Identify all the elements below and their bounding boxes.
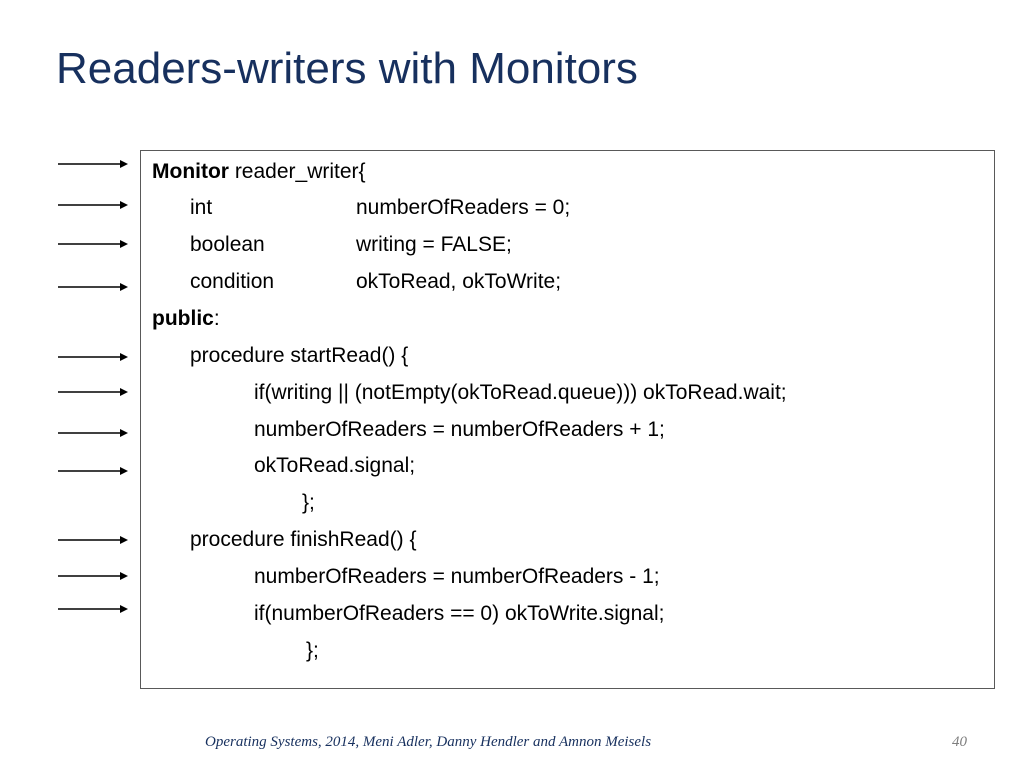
var-declaration: okToRead, okToWrite; [356, 270, 562, 293]
var-declaration: writing = FALSE; [356, 233, 512, 256]
monitor-name: reader_writer{ [228, 160, 366, 183]
code-line-4: condition okToRead, okToWrite; [0, 267, 1000, 297]
right-arrow-icon [58, 467, 128, 475]
right-arrow-icon [58, 388, 128, 396]
code-line-1: Monitor reader_writer{ [152, 157, 366, 187]
public-keyword: public [152, 307, 214, 330]
var-declaration: numberOfReaders = 0; [356, 196, 571, 219]
monitor-keyword: Monitor [152, 160, 229, 183]
right-arrow-icon [58, 240, 128, 248]
code-line-12: numberOfReaders = numberOfReaders - 1; [254, 565, 660, 588]
code-line-11: procedure finishRead() { [190, 528, 417, 551]
code-line-13: if(numberOfReaders == 0) okToWrite.signa… [254, 602, 665, 625]
code-line-6: procedure startRead() { [190, 344, 409, 367]
right-arrow-icon [58, 572, 128, 580]
code-line-2: int numberOfReaders = 0; [0, 193, 1000, 223]
var-type: condition [190, 270, 275, 293]
code-box [140, 150, 995, 689]
code-line-3: boolean writing = FALSE; [0, 230, 1000, 260]
var-type: boolean [190, 233, 265, 256]
code-line-5: public: [152, 304, 220, 334]
code-line-7: if(writing || (notEmpty(okToRead.queue))… [254, 381, 787, 404]
code-line-8: numberOfReaders = numberOfReaders + 1; [254, 418, 665, 441]
code-line-10: }; [302, 491, 315, 514]
slide-title: Readers-writers with Monitors [56, 44, 638, 93]
code-line-14: }; [306, 639, 319, 662]
right-arrow-icon [58, 201, 128, 209]
right-arrow-icon [58, 283, 128, 291]
right-arrow-icon [58, 160, 128, 168]
code-line-9: okToRead.signal; [254, 454, 416, 477]
right-arrow-icon [58, 536, 128, 544]
right-arrow-icon [58, 605, 128, 613]
footer-credits: Operating Systems, 2014, Meni Adler, Dan… [205, 734, 652, 750]
right-arrow-icon [58, 429, 128, 437]
var-type: int [190, 196, 213, 219]
page-number: 40 [952, 734, 967, 750]
public-colon: : [213, 307, 220, 330]
right-arrow-icon [58, 353, 128, 361]
